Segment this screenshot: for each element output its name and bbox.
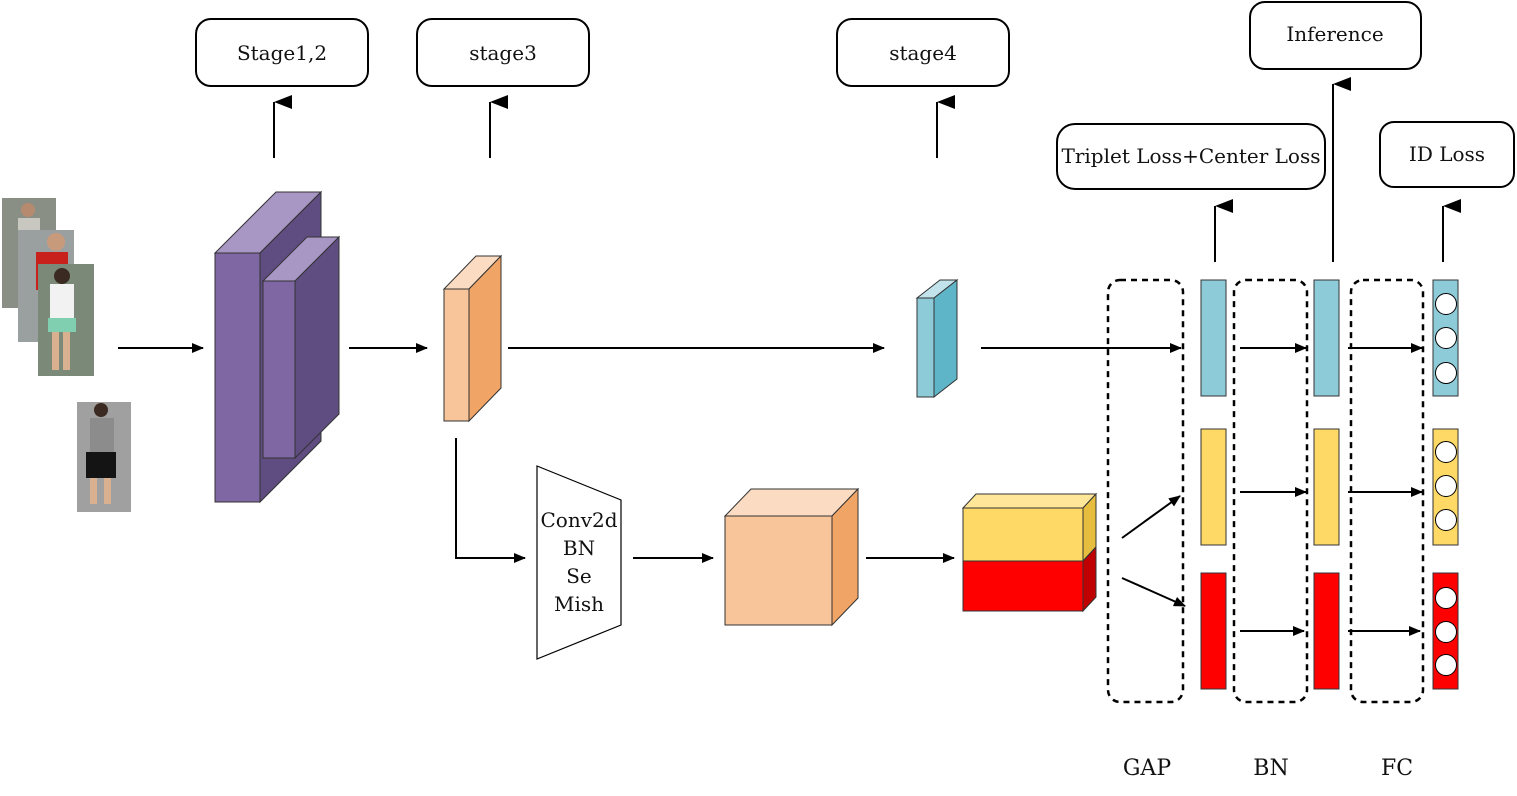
gap-bar-yellow [1200, 428, 1227, 546]
arrow-stage3-to-conv [455, 438, 526, 563]
fc-neuron-bars [1432, 279, 1459, 690]
branch-feature-cube [723, 487, 860, 627]
conv-line-bn: BN [563, 536, 595, 560]
id-loss-box: ID Loss [1379, 121, 1515, 188]
conv-block-trapezoid: Conv2d BN Se Mish [536, 465, 622, 660]
gap-label: GAP [1123, 756, 1171, 781]
bn-bar-yellow [1313, 428, 1340, 546]
gap-bar-blue [1200, 279, 1227, 397]
person-image-4 [77, 402, 131, 512]
gap-bar-red [1200, 572, 1227, 690]
conv-line-mish: Mish [554, 592, 604, 616]
fc-dashed-box [1349, 278, 1425, 704]
id-loss-label: ID Loss [1409, 142, 1485, 166]
fc-label: FC [1381, 756, 1413, 781]
triplet-loss-label: Triplet Loss+Center Loss [1062, 144, 1321, 168]
arrow-split-to-red [1121, 577, 1186, 607]
stage3-label: stage3 [469, 41, 537, 65]
split-feature-block [961, 492, 1098, 613]
gap-dashed-box [1106, 278, 1185, 704]
bn-bar-red [1313, 572, 1340, 690]
conv-line-conv2d: Conv2d [540, 508, 617, 532]
stage4-feature-block [915, 278, 959, 399]
fc-bar-red [1432, 572, 1459, 690]
upward-arrows [273, 77, 1461, 262]
person-image-3 [38, 264, 94, 376]
conv-line-se: Se [566, 564, 592, 588]
stage12-label: Stage1,2 [237, 41, 327, 65]
arrow-split-to-yellow [1121, 495, 1181, 539]
feature-bars [1200, 279, 1340, 690]
input-person-images [2, 198, 131, 512]
flow-arrows [118, 343, 1423, 636]
dashed-groups [1106, 278, 1425, 704]
inference-label: Inference [1286, 22, 1383, 46]
bn-bar-blue [1313, 279, 1340, 397]
bn-dashed-box [1232, 278, 1309, 704]
fc-bar-blue [1432, 279, 1459, 397]
stage3-box: stage3 [416, 18, 590, 87]
triplet-loss-box: Triplet Loss+Center Loss [1056, 123, 1326, 190]
fc-bar-yellow [1432, 428, 1459, 546]
stage4-box: stage4 [836, 18, 1010, 87]
stage3-feature-block [442, 254, 503, 423]
bn-label: BN [1253, 756, 1288, 781]
inference-box: Inference [1249, 1, 1422, 70]
stage4-label: stage4 [889, 41, 957, 65]
stage12-feature-block [213, 190, 341, 504]
stage12-box: Stage1,2 [195, 18, 369, 87]
